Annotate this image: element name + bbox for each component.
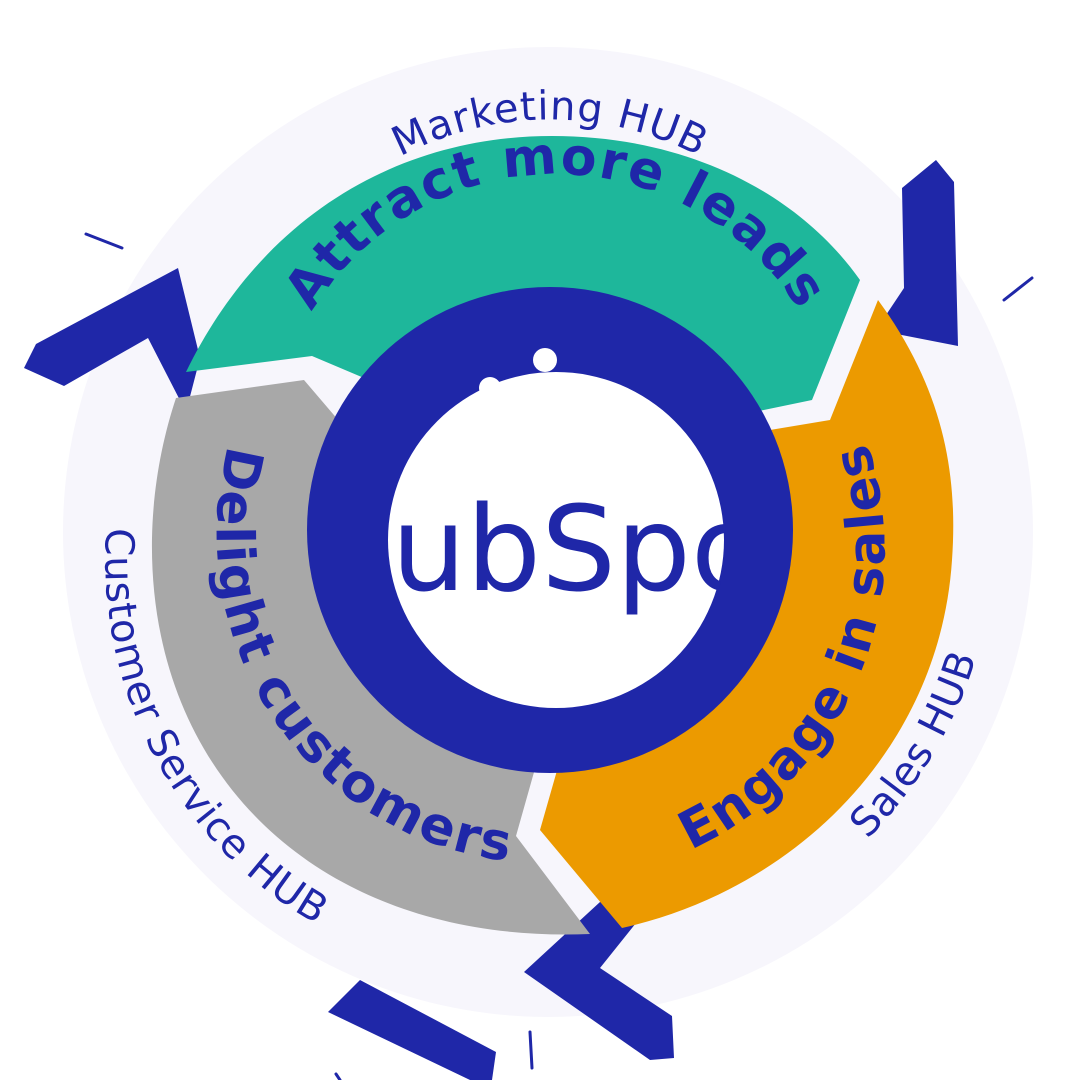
dash-left: [84, 232, 124, 250]
dash-bottom-left: [334, 1072, 342, 1080]
center-dot-2: [479, 377, 501, 399]
center-dot-1: [533, 348, 557, 372]
dash-right: [1002, 276, 1034, 302]
center-circle: [388, 372, 724, 708]
decorative-dashes: [84, 232, 1034, 1080]
center-logo-text: HubSpot: [303, 480, 810, 618]
arrow-chevron-bottom: [524, 902, 674, 1060]
arrow-chevron-top-right: [876, 160, 958, 346]
decorative-arrows: [24, 160, 958, 1080]
arrow-chevron-bottom-left: [328, 980, 496, 1080]
dash-bottom: [528, 1030, 534, 1070]
arrow-chevron-left: [24, 268, 200, 412]
